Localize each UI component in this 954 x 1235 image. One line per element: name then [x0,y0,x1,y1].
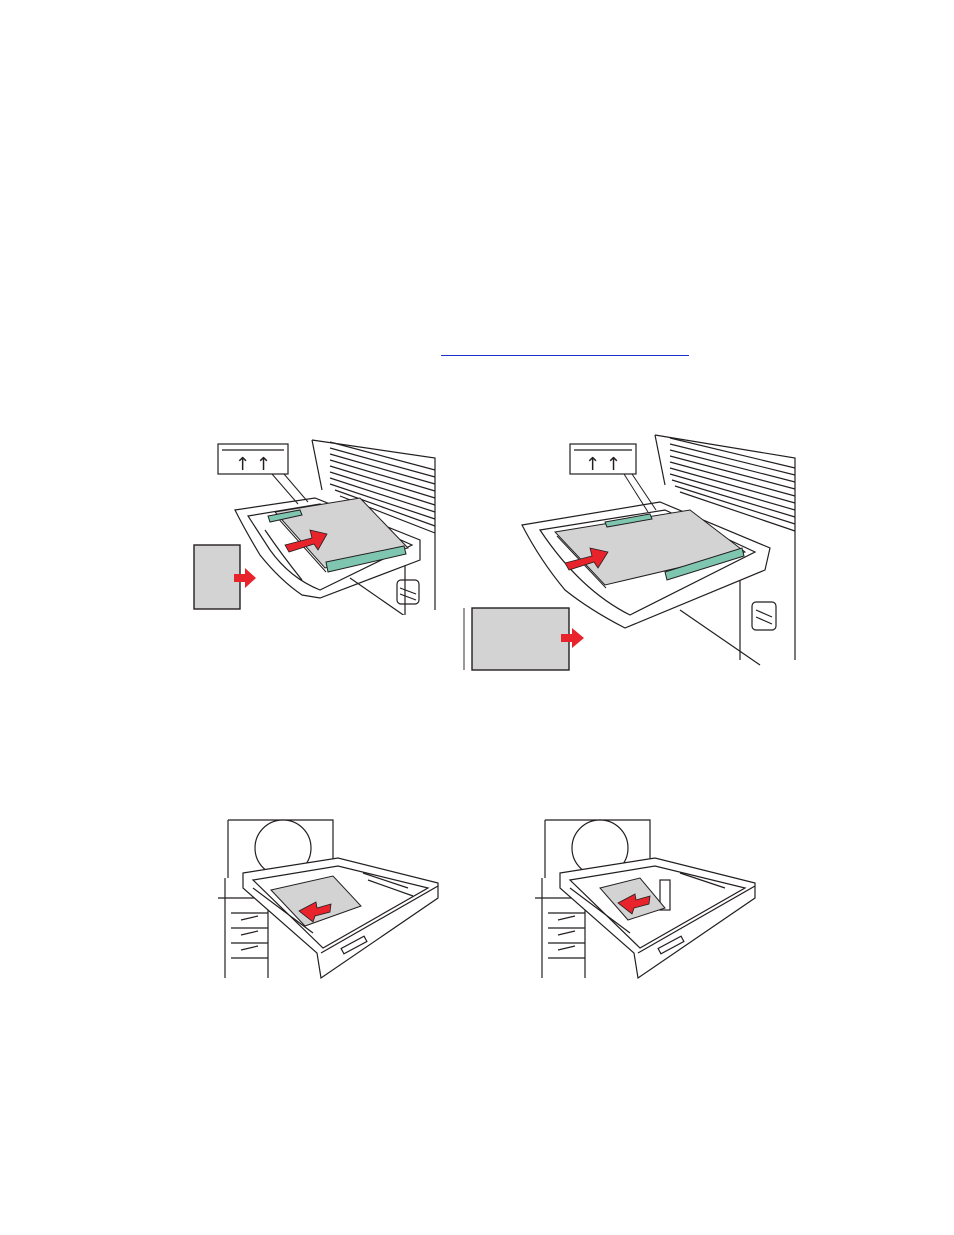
landscape-sheet-icon [472,608,569,670]
up-arrows-label: ↑ ↑ [235,454,271,475]
hyperlink-underline[interactable] [441,355,689,356]
portrait-sheet-icon [194,545,240,609]
paper-drawer-figure-2 [530,818,760,983]
drawer-frame[interactable] [560,858,755,978]
bypass-tray-portrait-figure: ↑ ↑ [190,430,440,615]
drawer-frame[interactable] [243,858,438,978]
paper-drawer-figure-1 [213,818,443,983]
bypass-tray-landscape-figure: ↑ ↑ [460,430,800,675]
up-arrows-label: ↑ ↑ [585,454,621,475]
